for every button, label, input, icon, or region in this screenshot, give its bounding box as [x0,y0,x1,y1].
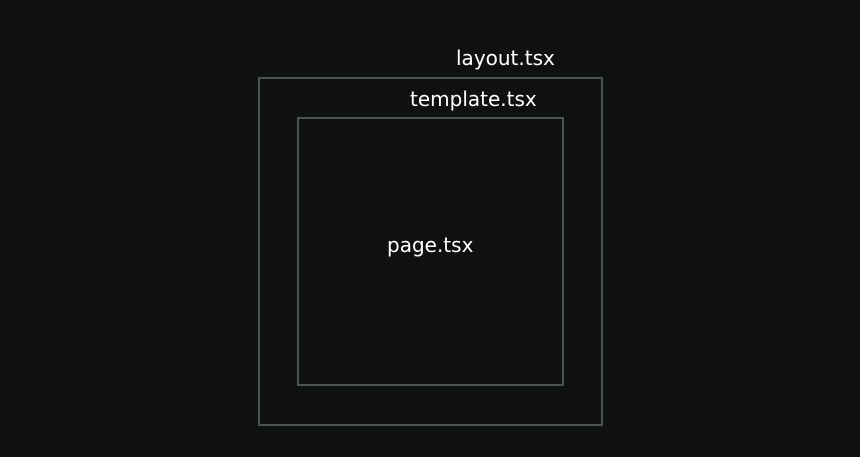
template-box [297,117,564,386]
template-label: template.tsx [410,87,537,111]
layout-label: layout.tsx [456,46,555,70]
layout-box [258,77,603,426]
page-label: page.tsx [387,233,474,257]
